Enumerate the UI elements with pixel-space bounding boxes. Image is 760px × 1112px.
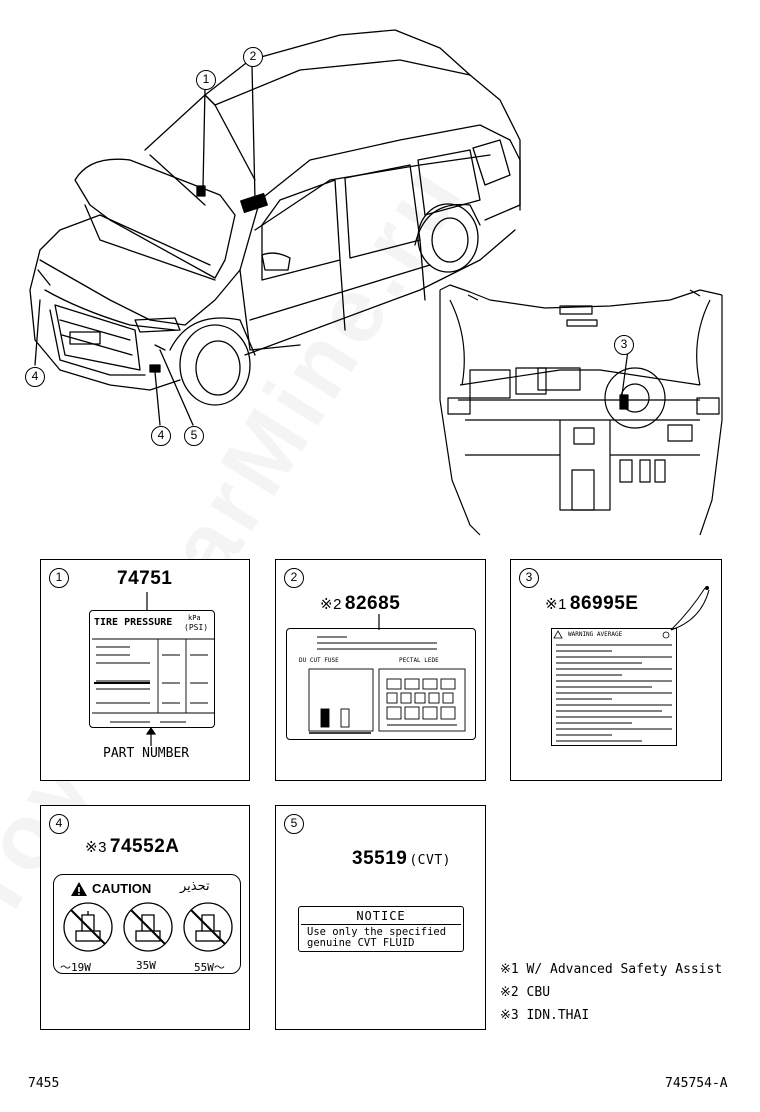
label-unit-kpa: kPa [188,614,201,622]
watt-35: 35W [136,959,156,972]
callout-5: 5 [184,426,204,446]
label-panel-1: 1 74751 TIRE PRESSURE kPa (PSI) PART NUM… [40,559,250,781]
note-1: ※1 W/ Advanced Safety Assist [500,962,723,977]
callout-4-front: 4 [25,367,45,387]
watt-19: ～19W [60,961,91,974]
panel-index: 5 [284,814,304,834]
callout-4-side: 4 [151,426,171,446]
warning-label: WARNING AVERAGE [551,628,677,746]
callout-1: 1 [196,70,216,90]
watt-55: 55W～ [194,961,225,974]
fuse-label: DU CUT FUSE PECTAL LEDE [286,628,476,740]
drawing-id: 745754-A [665,1076,728,1091]
hang-string-icon [670,586,710,631]
panel-index: 2 [284,568,304,588]
arrow-down-icon [146,592,148,610]
label-unit-psi: (PSI) [184,623,209,632]
caution-arabic: تحذير [180,879,210,894]
part-number: 74751 [117,568,173,589]
label-title: TIRE PRESSURE [94,617,173,628]
part-number: 35519(CVT) [352,848,451,869]
vehicle-illustration [29,29,723,536]
notice-divider [301,924,461,925]
caution-title: CAUTION [92,881,152,896]
fuse-diagram [308,636,466,734]
figure-code: 7455 [28,1076,60,1091]
notice-line-1: Use only the specified [307,926,447,938]
tire-pressure-label: TIRE PRESSURE kPa (PSI) [89,610,215,728]
label-title: WARNING AVERAGE [568,631,623,638]
label-panel-5: 5 35519(CVT) NOTICE Use only the specifi… [275,805,486,1030]
notice-title: NOTICE [356,909,406,923]
panel-index: 4 [49,814,69,834]
callout-2: 2 [243,47,263,67]
warning-triangle-icon [71,882,87,896]
arrow-up-icon [145,728,157,746]
left-caption: DU CUT FUSE [299,657,339,664]
panel-index: 1 [49,568,69,588]
callout-3: 3 [614,335,634,355]
notice-label: NOTICE Use only the specified genuine CV… [298,906,464,952]
note-3: ※3 IDN.THAI [500,1008,590,1023]
right-caption: PECTAL LEDE [399,657,439,664]
caution-label: CAUTION تحذير ～19W 35W 55W～ [53,874,241,974]
notice-line-2: genuine CVT FLUID [307,937,415,949]
label-table [92,638,214,723]
no-bulb-icons [63,902,233,952]
part-number-caption: PART NUMBER [103,746,190,761]
note-2: ※2 CBU [500,985,551,1000]
panel-index: 3 [519,568,539,588]
warning-lines [553,630,672,742]
arrow-line [378,614,380,630]
